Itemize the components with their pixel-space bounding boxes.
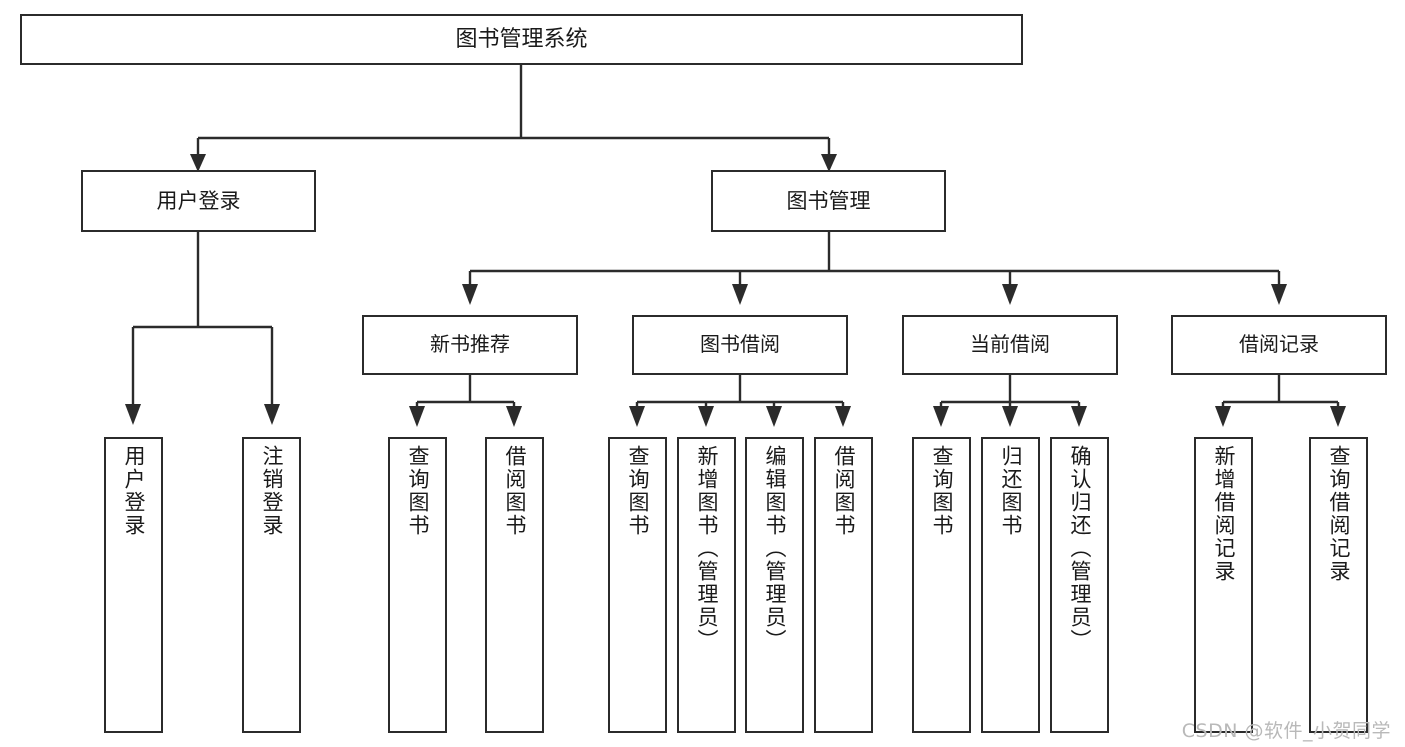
leaf-query-book-new-label: 查询图书 (406, 445, 430, 537)
arrowhead-query-book-c (933, 406, 949, 427)
leaf-query-book-current-label: 查询图书 (930, 445, 954, 537)
arrowhead-book-borrow (732, 284, 748, 305)
node-root-system-label: 图书管理系统 (455, 26, 588, 52)
leaf-confirm-return-label: 确认归还（管理员） (1068, 445, 1092, 652)
node-book-manage[interactable]: 图书管理 (711, 170, 946, 232)
watermark: CSDN @软件_小贺同学 (1181, 720, 1391, 742)
arrowhead-new-book (462, 284, 478, 305)
leaf-edit-book[interactable]: 编辑图书（管理员） (745, 437, 804, 733)
node-borrow-record-label: 借阅记录 (1239, 332, 1319, 357)
node-current-borrow[interactable]: 当前借阅 (902, 315, 1118, 375)
leaf-add-book[interactable]: 新增图书（管理员） (677, 437, 736, 733)
leaf-user-login[interactable]: 用户登录 (104, 437, 163, 733)
node-root-system[interactable]: 图书管理系统 (20, 14, 1023, 65)
leaf-return-book[interactable]: 归还图书 (981, 437, 1040, 733)
arrowhead-current-borrow (1002, 284, 1018, 305)
arrowhead-query-book-b (629, 406, 645, 427)
arrowhead-leaf-user-login (125, 404, 141, 425)
leaf-query-book-current[interactable]: 查询图书 (912, 437, 971, 733)
leaf-add-borrow-record-label: 新增借阅记录 (1212, 445, 1236, 583)
leaf-edit-book-label: 编辑图书（管理员） (763, 445, 787, 652)
leaf-query-book-borrow-label: 查询图书 (626, 445, 650, 537)
arrowhead-borrow-book-b (835, 406, 851, 427)
arrowhead-confirm-return (1071, 406, 1087, 427)
leaf-logout[interactable]: 注销登录 (242, 437, 301, 733)
leaf-borrow-book-label: 借阅图书 (832, 445, 856, 537)
leaf-borrow-book-new-label: 借阅图书 (503, 445, 527, 537)
arrowhead-borrow-record (1271, 284, 1287, 305)
node-user-login-label: 用户登录 (156, 188, 241, 213)
leaf-logout-label: 注销登录 (260, 445, 284, 537)
leaf-query-book-new[interactable]: 查询图书 (388, 437, 447, 733)
node-book-borrow[interactable]: 图书借阅 (632, 315, 848, 375)
leaf-return-book-label: 归还图书 (999, 445, 1023, 537)
leaf-user-login-label: 用户登录 (122, 445, 146, 537)
leaf-query-borrow-record[interactable]: 查询借阅记录 (1309, 437, 1368, 733)
node-borrow-record[interactable]: 借阅记录 (1171, 315, 1387, 375)
arrowhead-add-book (698, 406, 714, 427)
node-current-borrow-label: 当前借阅 (970, 332, 1050, 357)
arrowhead-borrow-book-a (506, 406, 522, 427)
arrowhead-query-record (1330, 406, 1346, 427)
arrowhead-leaf-logout (264, 404, 280, 425)
node-book-borrow-label: 图书借阅 (700, 332, 780, 357)
leaf-add-book-label: 新增图书（管理员） (695, 445, 719, 652)
arrowhead-edit-book (766, 406, 782, 427)
node-new-book-recommend-label: 新书推荐 (430, 332, 510, 357)
node-book-manage-label: 图书管理 (786, 188, 871, 213)
node-user-login[interactable]: 用户登录 (81, 170, 316, 232)
arrowhead-return-book (1002, 406, 1018, 427)
leaf-borrow-book-new[interactable]: 借阅图书 (485, 437, 544, 733)
node-new-book-recommend[interactable]: 新书推荐 (362, 315, 578, 375)
arrowhead-add-record (1215, 406, 1231, 427)
leaf-add-borrow-record[interactable]: 新增借阅记录 (1194, 437, 1253, 733)
arrowhead-query-book-a (409, 406, 425, 427)
leaf-confirm-return[interactable]: 确认归还（管理员） (1050, 437, 1109, 733)
leaf-query-book-borrow[interactable]: 查询图书 (608, 437, 667, 733)
leaf-borrow-book[interactable]: 借阅图书 (814, 437, 873, 733)
leaf-query-borrow-record-label: 查询借阅记录 (1327, 445, 1351, 583)
